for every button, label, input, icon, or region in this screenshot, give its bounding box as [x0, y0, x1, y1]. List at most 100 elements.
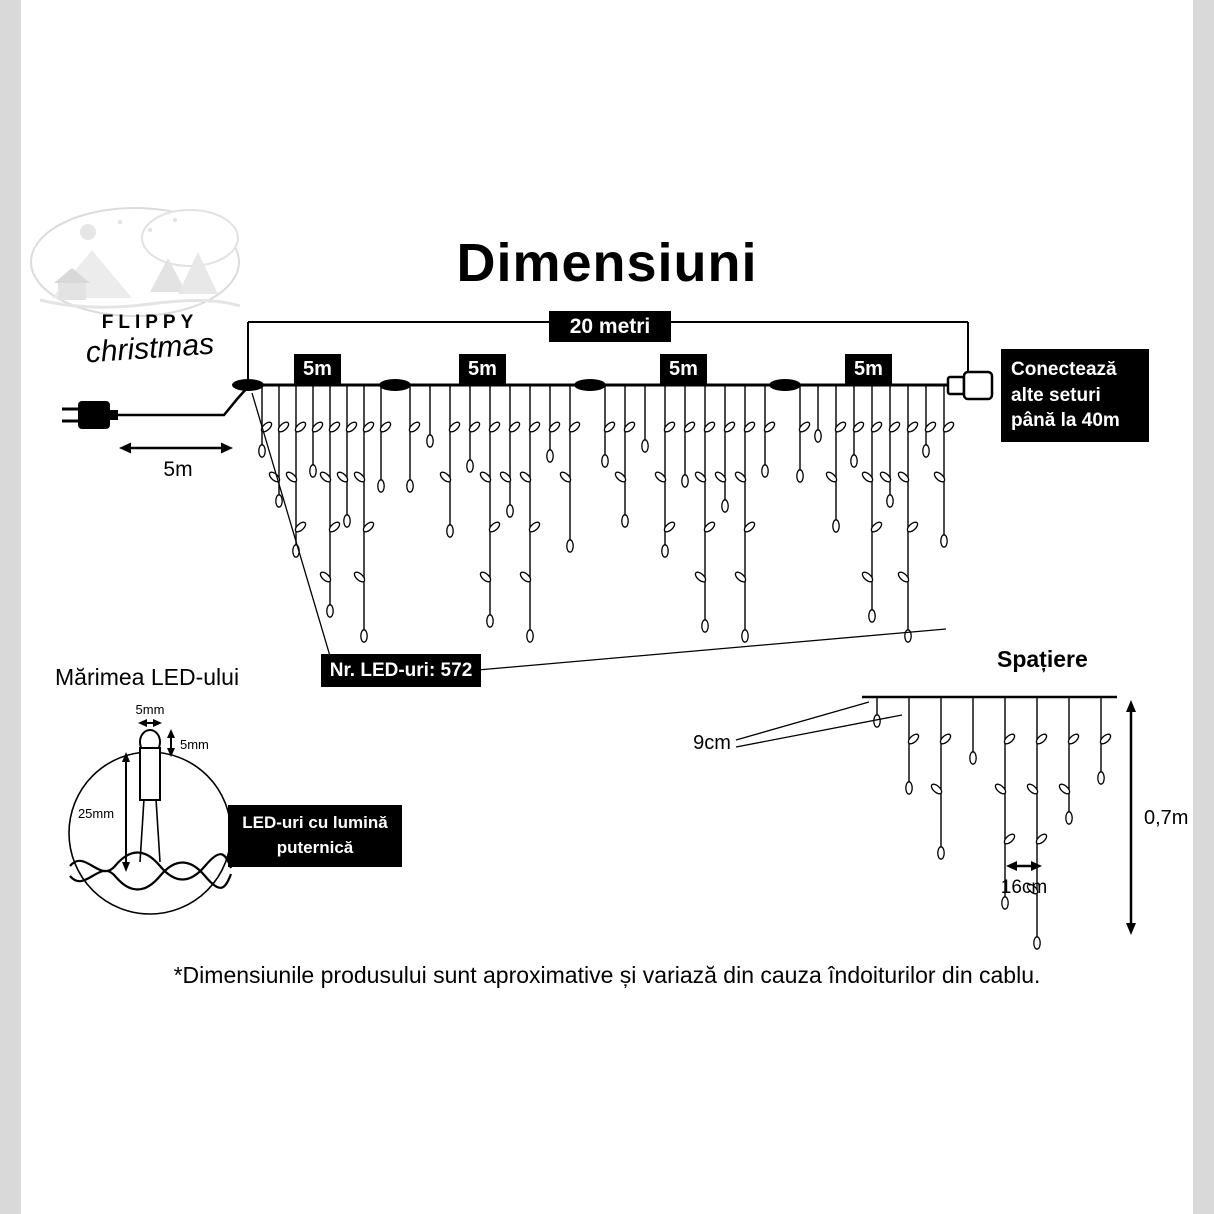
segment-badge-1: 5m	[294, 354, 341, 384]
light-drop	[285, 385, 307, 558]
light-drop	[559, 385, 581, 553]
led-size-diagram: 5mm 5mm 25mm	[68, 702, 233, 915]
light-drop	[439, 385, 461, 538]
light-drop	[1058, 697, 1080, 825]
logo-moon	[80, 224, 96, 240]
lead-wire	[118, 386, 249, 417]
light-drop	[546, 385, 561, 463]
light-drop	[258, 385, 273, 458]
light-drop	[499, 385, 521, 518]
light-drop	[426, 385, 434, 448]
page-title: Dimensiuni	[456, 233, 758, 293]
led-count-pointer-left	[251, 392, 331, 657]
led-size-heading: Mărimea LED-ului	[55, 664, 240, 690]
connect-note-box: Conectează alte seturi până la 40m	[1001, 349, 1149, 442]
twisted-cable	[69, 851, 233, 881]
disclaimer-text: *Dimensiunile produsului sunt aproximati…	[173, 962, 1041, 988]
logo-cloud-2	[141, 209, 239, 267]
light-drop	[1097, 697, 1112, 785]
light-drop	[933, 385, 955, 548]
light-drop	[309, 385, 324, 478]
light-drop	[994, 697, 1016, 910]
logo-text-christmas: christmas	[85, 328, 215, 370]
light-drop	[969, 697, 977, 765]
light-drop	[922, 385, 937, 458]
light-drop	[601, 385, 616, 468]
logo-star	[148, 228, 152, 232]
led-count-badge: Nr. LED-uri: 572	[321, 654, 481, 687]
light-drop	[1026, 697, 1048, 950]
light-drop	[873, 697, 881, 728]
spacing-9cm-label: 9cm	[693, 732, 731, 754]
light-drop	[879, 385, 901, 508]
light-drop	[905, 697, 920, 795]
segment-badge-4: 5m	[845, 354, 892, 384]
light-drop	[714, 385, 736, 513]
spacing-9cm-pointer	[735, 701, 903, 748]
light-drop	[479, 385, 501, 628]
light-drop	[861, 385, 883, 623]
light-drop	[930, 697, 952, 860]
logo-tree	[150, 258, 186, 292]
lead-measure-arrow	[119, 442, 233, 454]
light-curtain	[258, 385, 955, 643]
light-drop	[654, 385, 676, 558]
led-brightness-note-box: LED-uri cu lumină puternică	[228, 805, 402, 867]
power-plug-icon	[62, 386, 249, 429]
spacing-height-arrow	[1126, 700, 1136, 935]
logo: FLIPPY christmas	[30, 207, 241, 370]
led-width-arrow	[138, 719, 162, 727]
spacing-16cm-arrow	[1006, 861, 1042, 871]
spacing-drops	[873, 697, 1112, 950]
logo-house	[58, 282, 86, 300]
spacing-height-label: 0,7m	[1144, 807, 1188, 829]
led-body	[139, 747, 161, 801]
connect-note-line: Conectează	[1011, 359, 1117, 381]
light-drop	[466, 385, 481, 473]
led-height-label: 5mm	[180, 737, 209, 752]
lead-length-label: 5m	[163, 458, 193, 481]
light-drop	[814, 385, 822, 443]
logo-roof	[54, 268, 90, 283]
light-drop	[734, 385, 756, 643]
logo-ground	[39, 298, 241, 309]
logo-tree	[178, 252, 218, 294]
content-background	[21, 0, 1193, 1214]
connect-note-line: alte seturi	[1011, 384, 1101, 406]
led-note-line: puternică	[276, 838, 354, 857]
total-length-badge: 20 metri	[549, 311, 671, 342]
wire-clips	[232, 379, 801, 391]
led-length-label: 25mm	[78, 806, 114, 821]
segment-badge-2: 5m	[459, 354, 506, 384]
led-length-arrow	[122, 752, 130, 872]
led-height-arrow	[167, 729, 175, 757]
light-drop	[406, 385, 421, 493]
light-drop	[268, 385, 290, 508]
logo-text-flippy: FLIPPY	[102, 312, 199, 333]
light-drop	[377, 385, 392, 493]
light-drop	[614, 385, 636, 528]
light-drop	[319, 385, 341, 618]
twisted-cable	[69, 861, 233, 891]
led-count-pointer-right	[477, 628, 947, 671]
logo-star	[118, 220, 122, 224]
light-drop	[641, 385, 649, 453]
light-drop	[519, 385, 541, 643]
spacing-heading: Spațiere	[997, 646, 1088, 672]
light-drop	[825, 385, 847, 533]
led-note-line: LED-uri cu lumină	[242, 813, 388, 833]
light-drop	[336, 385, 358, 528]
led-width-label: 5mm	[136, 702, 165, 717]
light-drop	[897, 385, 919, 643]
light-drop	[850, 385, 865, 468]
end-connector-icon	[946, 370, 994, 401]
spacing-16cm-label: 16cm	[1001, 877, 1047, 898]
light-drop	[761, 385, 776, 478]
segment-badge-3: 5m	[660, 354, 707, 384]
connect-note-line: până la 40m	[1011, 410, 1120, 432]
light-drop	[796, 385, 811, 483]
light-drop	[353, 385, 375, 643]
light-drop	[694, 385, 716, 633]
